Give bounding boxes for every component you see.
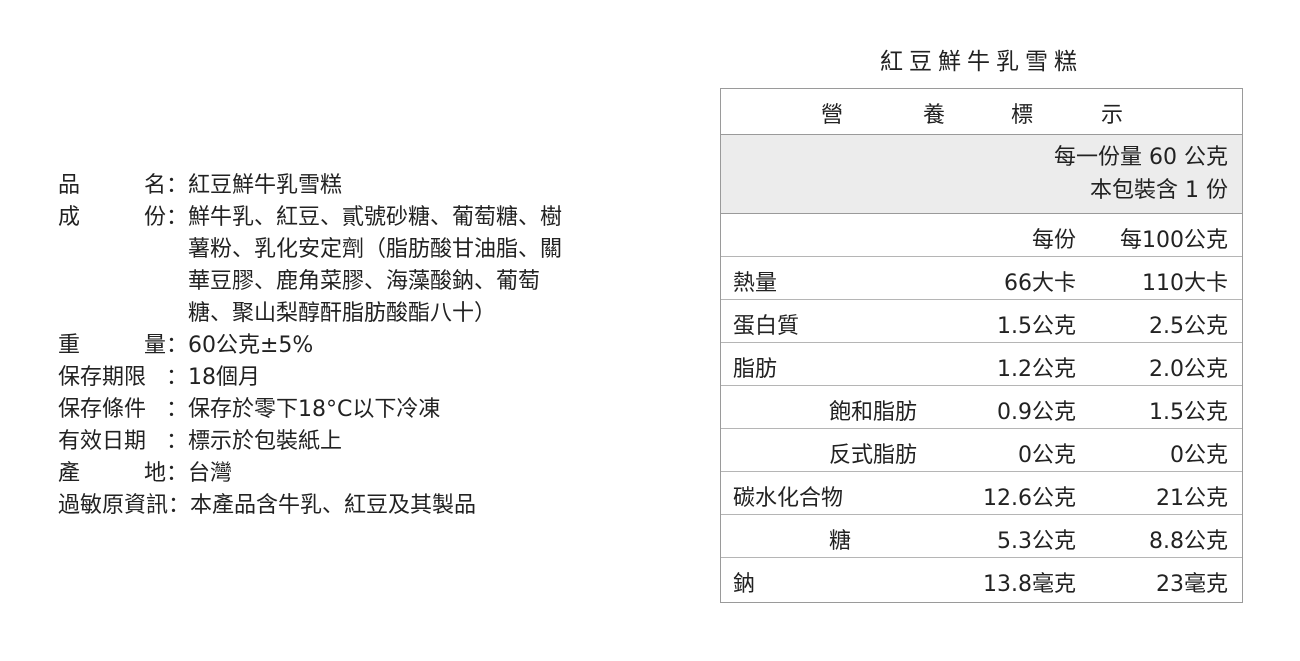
shelf-life-value: 18個月 <box>188 365 260 390</box>
colon: ： <box>166 397 189 422</box>
shelf-life-label: 保存期限 <box>58 365 147 390</box>
nutrient-name: 熱量 <box>733 271 778 296</box>
nutrient-name: 糖 <box>829 529 852 554</box>
shelf-life-row: 保存期限 ： 18個月 <box>58 362 562 394</box>
column-header-row: 每份 每100公克 <box>721 214 1242 257</box>
serving-info: 每一份量 60 公克 本包裝含 1 份 <box>721 135 1242 214</box>
nutrient-per-100g: 110大卡 <box>1142 271 1228 296</box>
expiry-label: 有效日期 <box>58 429 147 454</box>
ingredients-line: 鮮牛乳、紅豆、貳號砂糖、葡萄糖、樹 <box>188 205 563 230</box>
ingredients-line: 薯粉、乳化安定劑（脂肪酸甘油脂、關 <box>188 237 563 262</box>
storage-value: 保存於零下18°C以下冷凍 <box>188 397 441 422</box>
table-row: 蛋白質 1.5公克 2.5公克 <box>721 300 1242 343</box>
header-char: 示 <box>1101 103 1124 128</box>
nutrient-per-serving: 1.5公克 <box>997 314 1076 339</box>
ingredients-value: 鮮牛乳、紅豆、貳號砂糖、葡萄糖、樹 薯粉、乳化安定劑（脂肪酸甘油脂、關 華豆膠、… <box>188 202 562 330</box>
colon: ： <box>166 173 189 198</box>
nutrient-per-100g: 0公克 <box>1170 443 1228 468</box>
table-row: 飽和脂肪 0.9公克 1.5公克 <box>721 386 1242 429</box>
nutrient-name: 蛋白質 <box>733 314 800 339</box>
table-row: 熱量 66大卡 110大卡 <box>721 257 1242 300</box>
nutrient-per-100g: 1.5公克 <box>1149 400 1228 425</box>
colon: ： <box>166 365 189 390</box>
ingredients-row: 成 份 ： 鮮牛乳、紅豆、貳號砂糖、葡萄糖、樹 薯粉、乳化安定劑（脂肪酸甘油脂、… <box>58 202 562 330</box>
allergen-value: 本產品含牛乳、紅豆及其製品 <box>190 493 477 518</box>
weight-row: 重 量 ： 60公克±5% <box>58 330 562 362</box>
nutrition-header: 營 養 標 示 <box>721 89 1242 135</box>
nutrition-title: 紅豆鮮牛乳雪糕 <box>880 49 1083 75</box>
nutrient-per-serving: 66大卡 <box>1004 271 1076 296</box>
nutrient-name: 脂肪 <box>733 357 778 382</box>
storage-label: 保存條件 <box>58 397 147 422</box>
allergen-row: 過敏原資訊 ： 本產品含牛乳、紅豆及其製品 <box>58 490 562 522</box>
header-char: 養 <box>923 103 946 128</box>
table-row: 糖 5.3公克 8.8公克 <box>721 515 1242 558</box>
table-row: 脂肪 1.2公克 2.0公克 <box>721 343 1242 386</box>
expiry-row: 有效日期 ： 標示於包裝紙上 <box>58 426 562 458</box>
nutrient-per-100g: 2.0公克 <box>1149 357 1228 382</box>
weight-value: 60公克±5% <box>188 333 314 358</box>
header-char: 標 <box>1011 103 1034 128</box>
product-name-row: 品 名 ： 紅豆鮮牛乳雪糕 <box>58 170 562 202</box>
origin-row: 產 地 ： 台灣 <box>58 458 562 490</box>
table-row: 碳水化合物 12.6公克 21公克 <box>721 472 1242 515</box>
nutrient-name: 反式脂肪 <box>829 443 918 468</box>
col-per-100g: 每100公克 <box>1120 228 1228 253</box>
nutrient-per-serving: 0.9公克 <box>997 400 1076 425</box>
nutrient-per-100g: 23毫克 <box>1156 572 1228 597</box>
nutrient-per-serving: 5.3公克 <box>997 529 1076 554</box>
nutrient-per-serving: 13.8毫克 <box>983 572 1076 597</box>
table-row: 鈉 13.8毫克 23毫克 <box>721 558 1242 601</box>
origin-value: 台灣 <box>188 461 233 486</box>
expiry-value: 標示於包裝紙上 <box>188 429 343 454</box>
product-info: 品 名 ： 紅豆鮮牛乳雪糕 成 份 ： 鮮牛乳、紅豆、貳號砂糖、葡萄糖、樹 薯粉… <box>58 170 562 522</box>
colon: ： <box>166 333 189 358</box>
colon: ： <box>166 205 189 230</box>
colon: ： <box>168 493 191 518</box>
product-name-label: 品 名 <box>58 173 166 198</box>
nutrient-name: 鈉 <box>733 572 756 597</box>
origin-label: 產 地 <box>58 461 166 486</box>
product-name-value: 紅豆鮮牛乳雪糕 <box>188 173 343 198</box>
nutrient-per-100g: 8.8公克 <box>1149 529 1228 554</box>
nutrient-per-100g: 21公克 <box>1156 486 1228 511</box>
ingredients-line: 糖、聚山梨醇酐脂肪酸酯八十） <box>188 301 497 326</box>
nutrition-table: 營 養 標 示 每一份量 60 公克 本包裝含 1 份 每份 每100公克 熱量… <box>720 88 1243 603</box>
ingredients-label: 成 份 <box>58 205 166 230</box>
col-per-serving: 每份 <box>1031 228 1076 253</box>
nutrient-per-serving: 0公克 <box>1018 443 1076 468</box>
ingredients-line: 華豆膠、鹿角菜膠、海藻酸鈉、葡萄 <box>188 269 541 294</box>
nutrient-per-100g: 2.5公克 <box>1149 314 1228 339</box>
colon: ： <box>166 461 189 486</box>
weight-label: 重 量 <box>58 333 166 358</box>
nutrient-name: 碳水化合物 <box>733 486 844 511</box>
colon: ： <box>166 429 189 454</box>
serving-size: 每一份量 60 公克 <box>1054 145 1228 170</box>
servings-per-pack: 本包裝含 1 份 <box>1090 178 1228 203</box>
nutrient-per-serving: 12.6公克 <box>983 486 1076 511</box>
allergen-label: 過敏原資訊 <box>58 493 169 518</box>
storage-row: 保存條件 ： 保存於零下18°C以下冷凍 <box>58 394 562 426</box>
header-char: 營 <box>821 103 844 128</box>
table-row: 反式脂肪 0公克 0公克 <box>721 429 1242 472</box>
nutrient-name: 飽和脂肪 <box>829 400 918 425</box>
nutrient-per-serving: 1.2公克 <box>997 357 1076 382</box>
